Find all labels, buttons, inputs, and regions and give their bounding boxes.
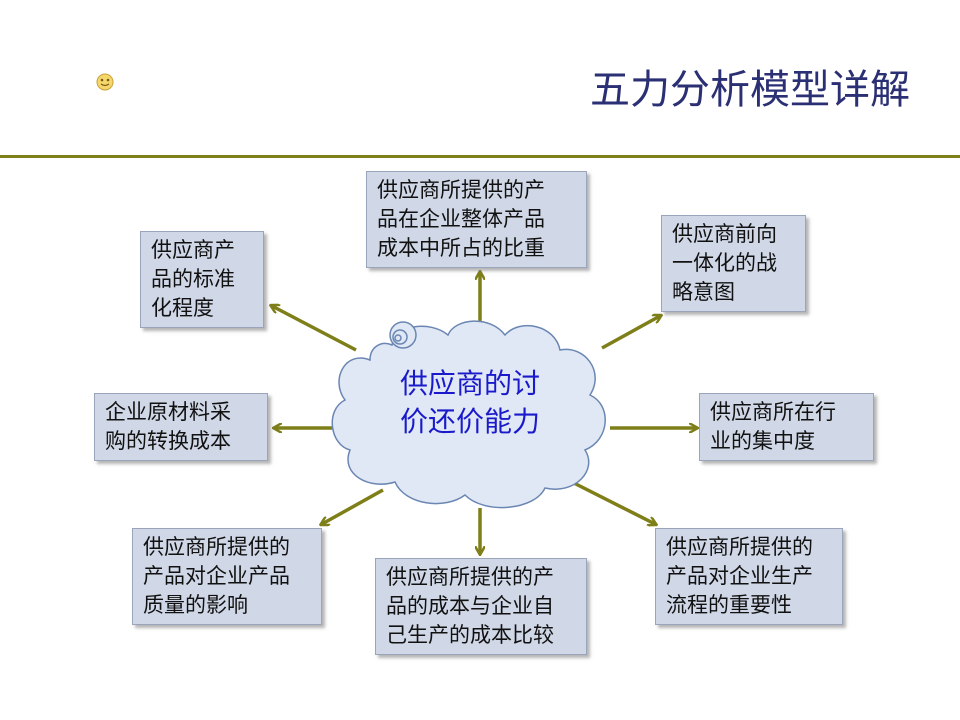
factor-text: 品在企业整体产品 (377, 207, 545, 231)
factor-text: 产品对企业产品 (143, 564, 290, 588)
factor-box-bottom: 供应商所提供的产 品的成本与企业自 己生产的成本比较 (375, 558, 587, 655)
factor-text: 品的标准 (151, 267, 235, 291)
arrow-top-right (601, 316, 660, 350)
factor-text: 品的成本与企业自 (386, 594, 554, 618)
arrow-bottom-right (561, 475, 655, 524)
factor-text: 供应商所提供的 (143, 535, 290, 559)
center-concept: 供应商的讨 价还价能力 (360, 365, 580, 441)
factor-text: 己生产的成本比较 (386, 623, 554, 647)
factor-text: 质量的影响 (143, 593, 248, 617)
arrow-bottom-left (322, 488, 384, 524)
factor-text: 供应商产 (151, 238, 235, 262)
factor-text: 供应商所在行 (710, 400, 836, 424)
factor-text: 供应商所提供的产 (377, 178, 545, 202)
arrow-top-left (272, 306, 357, 352)
factor-box-top: 供应商所提供的产 品在企业整体产品 成本中所占的比重 (366, 171, 587, 268)
factor-text: 供应商所提供的产 (386, 565, 554, 589)
arrows (272, 273, 696, 553)
page-title: 五力分析模型详解 (590, 67, 910, 113)
factor-text: 产品对企业生产 (666, 564, 813, 588)
factor-box-top-left: 供应商产 品的标准 化程度 (140, 231, 264, 328)
factor-text: 成本中所占的比重 (377, 236, 545, 260)
factor-text: 企业原材料采 (105, 400, 231, 424)
center-line-1: 供应商的讨 (399, 367, 540, 400)
factor-text: 购的转换成本 (105, 429, 231, 453)
factor-text: 一体化的战 (672, 251, 777, 275)
factor-text: 业的集中度 (710, 429, 815, 453)
center-line-2: 价还价能力 (399, 405, 540, 438)
factor-text: 供应商所提供的 (666, 535, 813, 559)
factor-box-left: 企业原材料采 购的转换成本 (94, 393, 268, 461)
factor-box-top-right: 供应商前向 一体化的战 略意图 (661, 215, 806, 312)
factor-box-right: 供应商所在行 业的集中度 (699, 393, 874, 461)
factor-text: 化程度 (151, 296, 214, 320)
factor-text: 供应商前向 (672, 222, 777, 246)
factor-text: 略意图 (672, 280, 735, 304)
factor-box-bottom-right: 供应商所提供的 产品对企业生产 流程的重要性 (655, 528, 843, 625)
factor-box-bottom-left: 供应商所提供的 产品对企业产品 质量的影响 (132, 528, 322, 625)
smiley-face-icon (96, 73, 114, 91)
cloud-shape (331, 320, 606, 509)
factor-text: 流程的重要性 (666, 593, 792, 617)
title-divider (0, 155, 960, 158)
